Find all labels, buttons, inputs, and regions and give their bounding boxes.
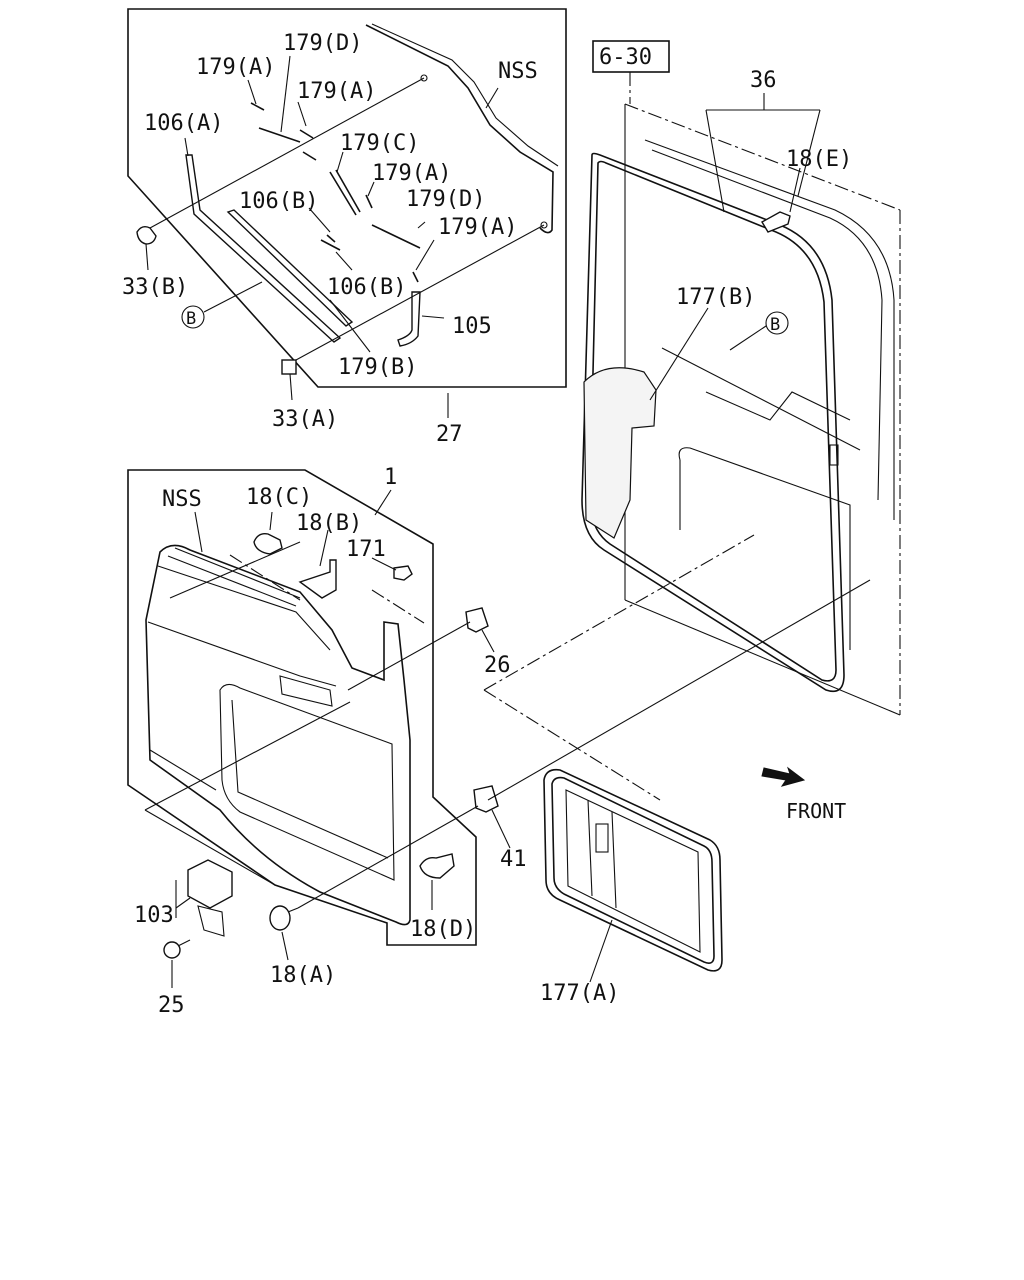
label-33b: 33(B) xyxy=(122,275,188,300)
label-25: 25 xyxy=(158,993,185,1018)
label-103: 103 xyxy=(134,903,174,928)
callout-b-2: B xyxy=(770,315,780,335)
clip-26 xyxy=(465,607,489,633)
clip-33a xyxy=(281,359,297,375)
label-179a-4: 179(A) xyxy=(438,215,517,240)
label-18b: 18(B) xyxy=(296,511,362,536)
clip-18e xyxy=(761,211,791,233)
label-179c: 179(C) xyxy=(340,131,419,156)
label-41: 41 xyxy=(500,847,527,872)
door-trim-panel-inset xyxy=(127,469,511,988)
label-18d: 18(D) xyxy=(410,917,476,942)
door-seal-177b xyxy=(581,152,845,693)
trim-strip-105 xyxy=(397,291,421,347)
label-179a-1: 179(A) xyxy=(196,55,275,80)
clip-18d xyxy=(419,853,455,879)
upper-trim-strip-inset xyxy=(127,8,567,418)
label-179b: 179(B) xyxy=(338,355,417,380)
label-nss-mid: NSS xyxy=(162,487,202,512)
label-179d-2: 179(D) xyxy=(406,187,485,212)
label-171: 171 xyxy=(346,537,386,562)
label-179a-2: 179(A) xyxy=(297,79,376,104)
trim-strip-106a xyxy=(185,154,342,343)
callout-b-circle-1 xyxy=(181,305,205,329)
label-front: FRONT xyxy=(786,799,846,823)
label-105: 105 xyxy=(452,314,492,339)
label-18c: 18(C) xyxy=(246,485,312,510)
label-33a: 33(A) xyxy=(272,407,338,432)
bracket-18b xyxy=(298,559,337,599)
reference-box-6-30 xyxy=(592,40,670,73)
label-106a: 106(A) xyxy=(144,111,223,136)
label-36: 36 xyxy=(750,68,777,93)
clip-171 xyxy=(393,565,413,581)
callout-b-1: B xyxy=(186,309,196,329)
label-179d-top: 179(D) xyxy=(283,31,362,56)
clip-41 xyxy=(473,785,499,813)
front-arrow-icon xyxy=(761,766,806,787)
label-177b: 177(B) xyxy=(676,285,755,310)
clip-33b xyxy=(136,225,157,245)
handle-103 xyxy=(187,859,233,909)
label-1: 1 xyxy=(384,465,397,490)
label-27: 27 xyxy=(436,422,463,447)
label-6-30: 6-30 xyxy=(599,45,652,70)
label-nss-top: NSS xyxy=(498,59,538,84)
door-trim-panel xyxy=(145,544,411,926)
label-18a: 18(A) xyxy=(270,963,336,988)
label-177a: 177(A) xyxy=(540,981,619,1006)
label-106b-1: 106(B) xyxy=(239,189,318,214)
label-106b-2: 106(B) xyxy=(327,275,406,300)
button-18a xyxy=(269,905,291,931)
window-seal-177a xyxy=(543,768,723,983)
screw-25 xyxy=(163,941,181,959)
label-26: 26 xyxy=(484,653,511,678)
label-179a-3: 179(A) xyxy=(372,161,451,186)
nss-weather-strip xyxy=(365,24,554,234)
callout-b-circle-2 xyxy=(765,311,789,335)
door-assembly-6-30 xyxy=(581,40,901,716)
clip-18c xyxy=(253,532,283,555)
label-18e: 18(E) xyxy=(786,147,852,172)
